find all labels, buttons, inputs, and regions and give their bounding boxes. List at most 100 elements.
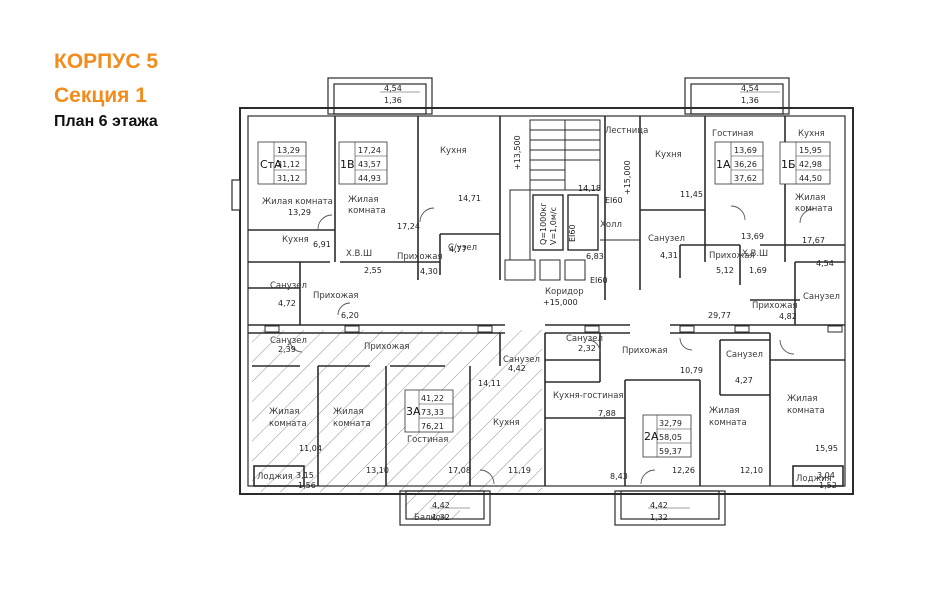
- room-1v-hall: Прихожая: [397, 252, 443, 262]
- area-1a-kitchen: 11,45: [680, 190, 703, 199]
- room-r-loggia: Лоджия: [796, 474, 832, 484]
- ei-label-1: EI60: [605, 196, 623, 205]
- apt-1b-v2: 42,98: [799, 160, 822, 169]
- room-3a-bath: Санузел: [270, 336, 307, 346]
- balcony-top-right: [684, 77, 790, 115]
- balcony-top-left: [327, 77, 433, 115]
- room-1b-living-a: Жилая: [795, 193, 825, 203]
- area-sta-kitchen: 6,91: [313, 240, 331, 249]
- balcony-bottom-right-area: 1,32: [650, 513, 668, 522]
- ventilation-ducts: [264, 325, 843, 333]
- area-core: 14,18: [578, 184, 601, 193]
- area-sta-living: 13,29: [288, 208, 311, 217]
- floor-plan-title: План 6 этажа: [54, 113, 158, 130]
- landing-level: +15,000: [623, 160, 632, 195]
- room-1b-bath: Санузел: [803, 292, 840, 302]
- room-1a-closet: Х.В.Ш: [742, 249, 768, 259]
- apt-2a-v1: 32,79: [659, 419, 682, 428]
- area-r-loggia-a: 3,04: [817, 471, 835, 480]
- area-1a-hall: 5,12: [716, 266, 734, 275]
- room-1a-hall: Прихожая: [709, 251, 755, 261]
- room-2a-hall: Прихожая: [622, 346, 668, 356]
- area-1v-kitchen: 14,71: [458, 194, 481, 203]
- balcony-top-right-area: 1,36: [741, 96, 759, 105]
- apartment-box-1v: 1В 17,24 43,57 44,93: [338, 141, 388, 185]
- room-2a-bath: Санузел: [566, 334, 603, 344]
- area-2a-bath2: 4,27: [735, 376, 753, 385]
- section-title: Секция 1: [54, 84, 147, 107]
- lift-speed: V=1,0м/с: [549, 207, 558, 245]
- balcony-bottom-right: [614, 490, 726, 526]
- room-r-liv-b: комната: [787, 406, 825, 416]
- area-2a-lounge: 12,26: [672, 466, 695, 475]
- ei-label-2: EI60: [568, 224, 577, 242]
- room-3a-kitchen: Кухня: [493, 418, 520, 428]
- area-1v-closet: 2,55: [364, 266, 382, 275]
- apt-sta-v2: 31,12: [277, 160, 300, 169]
- room-1v-kitchen: Кухня: [440, 146, 467, 156]
- apt-3a-v3: 76,21: [421, 422, 444, 431]
- exterior-walls: [231, 107, 854, 495]
- room-1a-lounge: Гостиная: [712, 129, 753, 139]
- area-3a-kitchen: 11,19: [508, 466, 531, 475]
- room-sta-kitchen: Кухня: [282, 235, 309, 245]
- balcony-bottom-left-area: 1,32: [432, 513, 450, 522]
- area-2a-hall: 8,43: [610, 472, 628, 481]
- stair-core: [504, 119, 640, 281]
- apartment-box-sta: СтА 13,29 31,12 31,12: [257, 141, 307, 185]
- apt-1v-v2: 43,57: [358, 160, 381, 169]
- room-r-liv-a: Жилая: [787, 394, 817, 404]
- area-1v-hall: 4,30: [420, 267, 438, 276]
- apt-1v-v1: 17,24: [358, 146, 381, 155]
- area-3a-bath: 2,39: [278, 345, 296, 354]
- apartment-box-1b: 1Б 15,95 42,98 44,50: [779, 141, 831, 185]
- room-3a-balcony: Балкон: [414, 513, 446, 523]
- room-1b-kitchen: Кухня: [798, 129, 825, 139]
- apt-code-3a: 3А: [406, 405, 421, 418]
- room-1v-living-a: Жилая: [348, 195, 378, 205]
- area-sta-bath: 4,72: [278, 299, 296, 308]
- room-sta-hall: Прихожая: [313, 291, 359, 301]
- room-2a-liv-b: комната: [709, 418, 747, 428]
- room-3a-hall: Прихожая: [364, 342, 410, 352]
- area-1a-closet: 1,69: [749, 266, 767, 275]
- room-1v-living-b: комната: [348, 206, 386, 216]
- room-3a-liv1-b: комната: [269, 419, 307, 429]
- balcony-bottom-left-len: 4,42: [432, 501, 450, 510]
- area-1b-living: 17,67: [802, 236, 825, 245]
- door-swings: [289, 205, 815, 485]
- room-2a-kitchen-lounge: Кухня-гостиная: [553, 391, 624, 401]
- room-2a-bath2: Санузел: [726, 350, 763, 360]
- area-1v-living: 17,24: [397, 222, 420, 231]
- room-1v-bath: С/узел: [448, 243, 477, 253]
- room-3a-liv2-a: Жилая: [333, 407, 363, 417]
- apt-1b-v3: 44,50: [799, 174, 822, 183]
- balcony-top-left-area: 1,36: [384, 96, 402, 105]
- interior-walls: [248, 116, 845, 487]
- area-3a-hall: 14,11: [478, 379, 501, 388]
- room-sta-bath: Санузел: [270, 281, 307, 291]
- area-r-liv: 15,95: [815, 444, 838, 453]
- stair-level: +13,500: [513, 135, 522, 170]
- area-1b-hall: 4,82: [779, 312, 797, 321]
- area-1v-bath: 4,77: [449, 245, 467, 254]
- apt-1a-v3: 37,62: [734, 174, 757, 183]
- area-3a-liv3: 17,08: [448, 466, 471, 475]
- area-2a-hall2: 10,79: [680, 366, 703, 375]
- area-3a-bath2: 4,42: [508, 364, 526, 373]
- apt-code-2a: 2А: [644, 430, 659, 443]
- apt-1b-v1: 15,95: [799, 146, 822, 155]
- apartment-box-1a: 1А 13,69 36,26 37,62: [714, 141, 764, 185]
- apt-code-1a: 1А: [716, 158, 731, 171]
- apt-3a-v2: 73,33: [421, 408, 444, 417]
- room-stairs: Лестница: [605, 126, 648, 136]
- apt-3a-v1: 41,22: [421, 394, 444, 403]
- area-2a-kitchen: 7,88: [598, 409, 616, 418]
- area-sta-hall: 6,20: [341, 311, 359, 320]
- apt-code-1v: 1В: [340, 158, 355, 171]
- room-1b-hall: Прихожая: [752, 301, 798, 311]
- area-3a-liv1: 11,04: [299, 444, 322, 453]
- lift-capacity: Q=1000кг: [539, 203, 548, 245]
- area-foyer: 6,83: [586, 252, 604, 261]
